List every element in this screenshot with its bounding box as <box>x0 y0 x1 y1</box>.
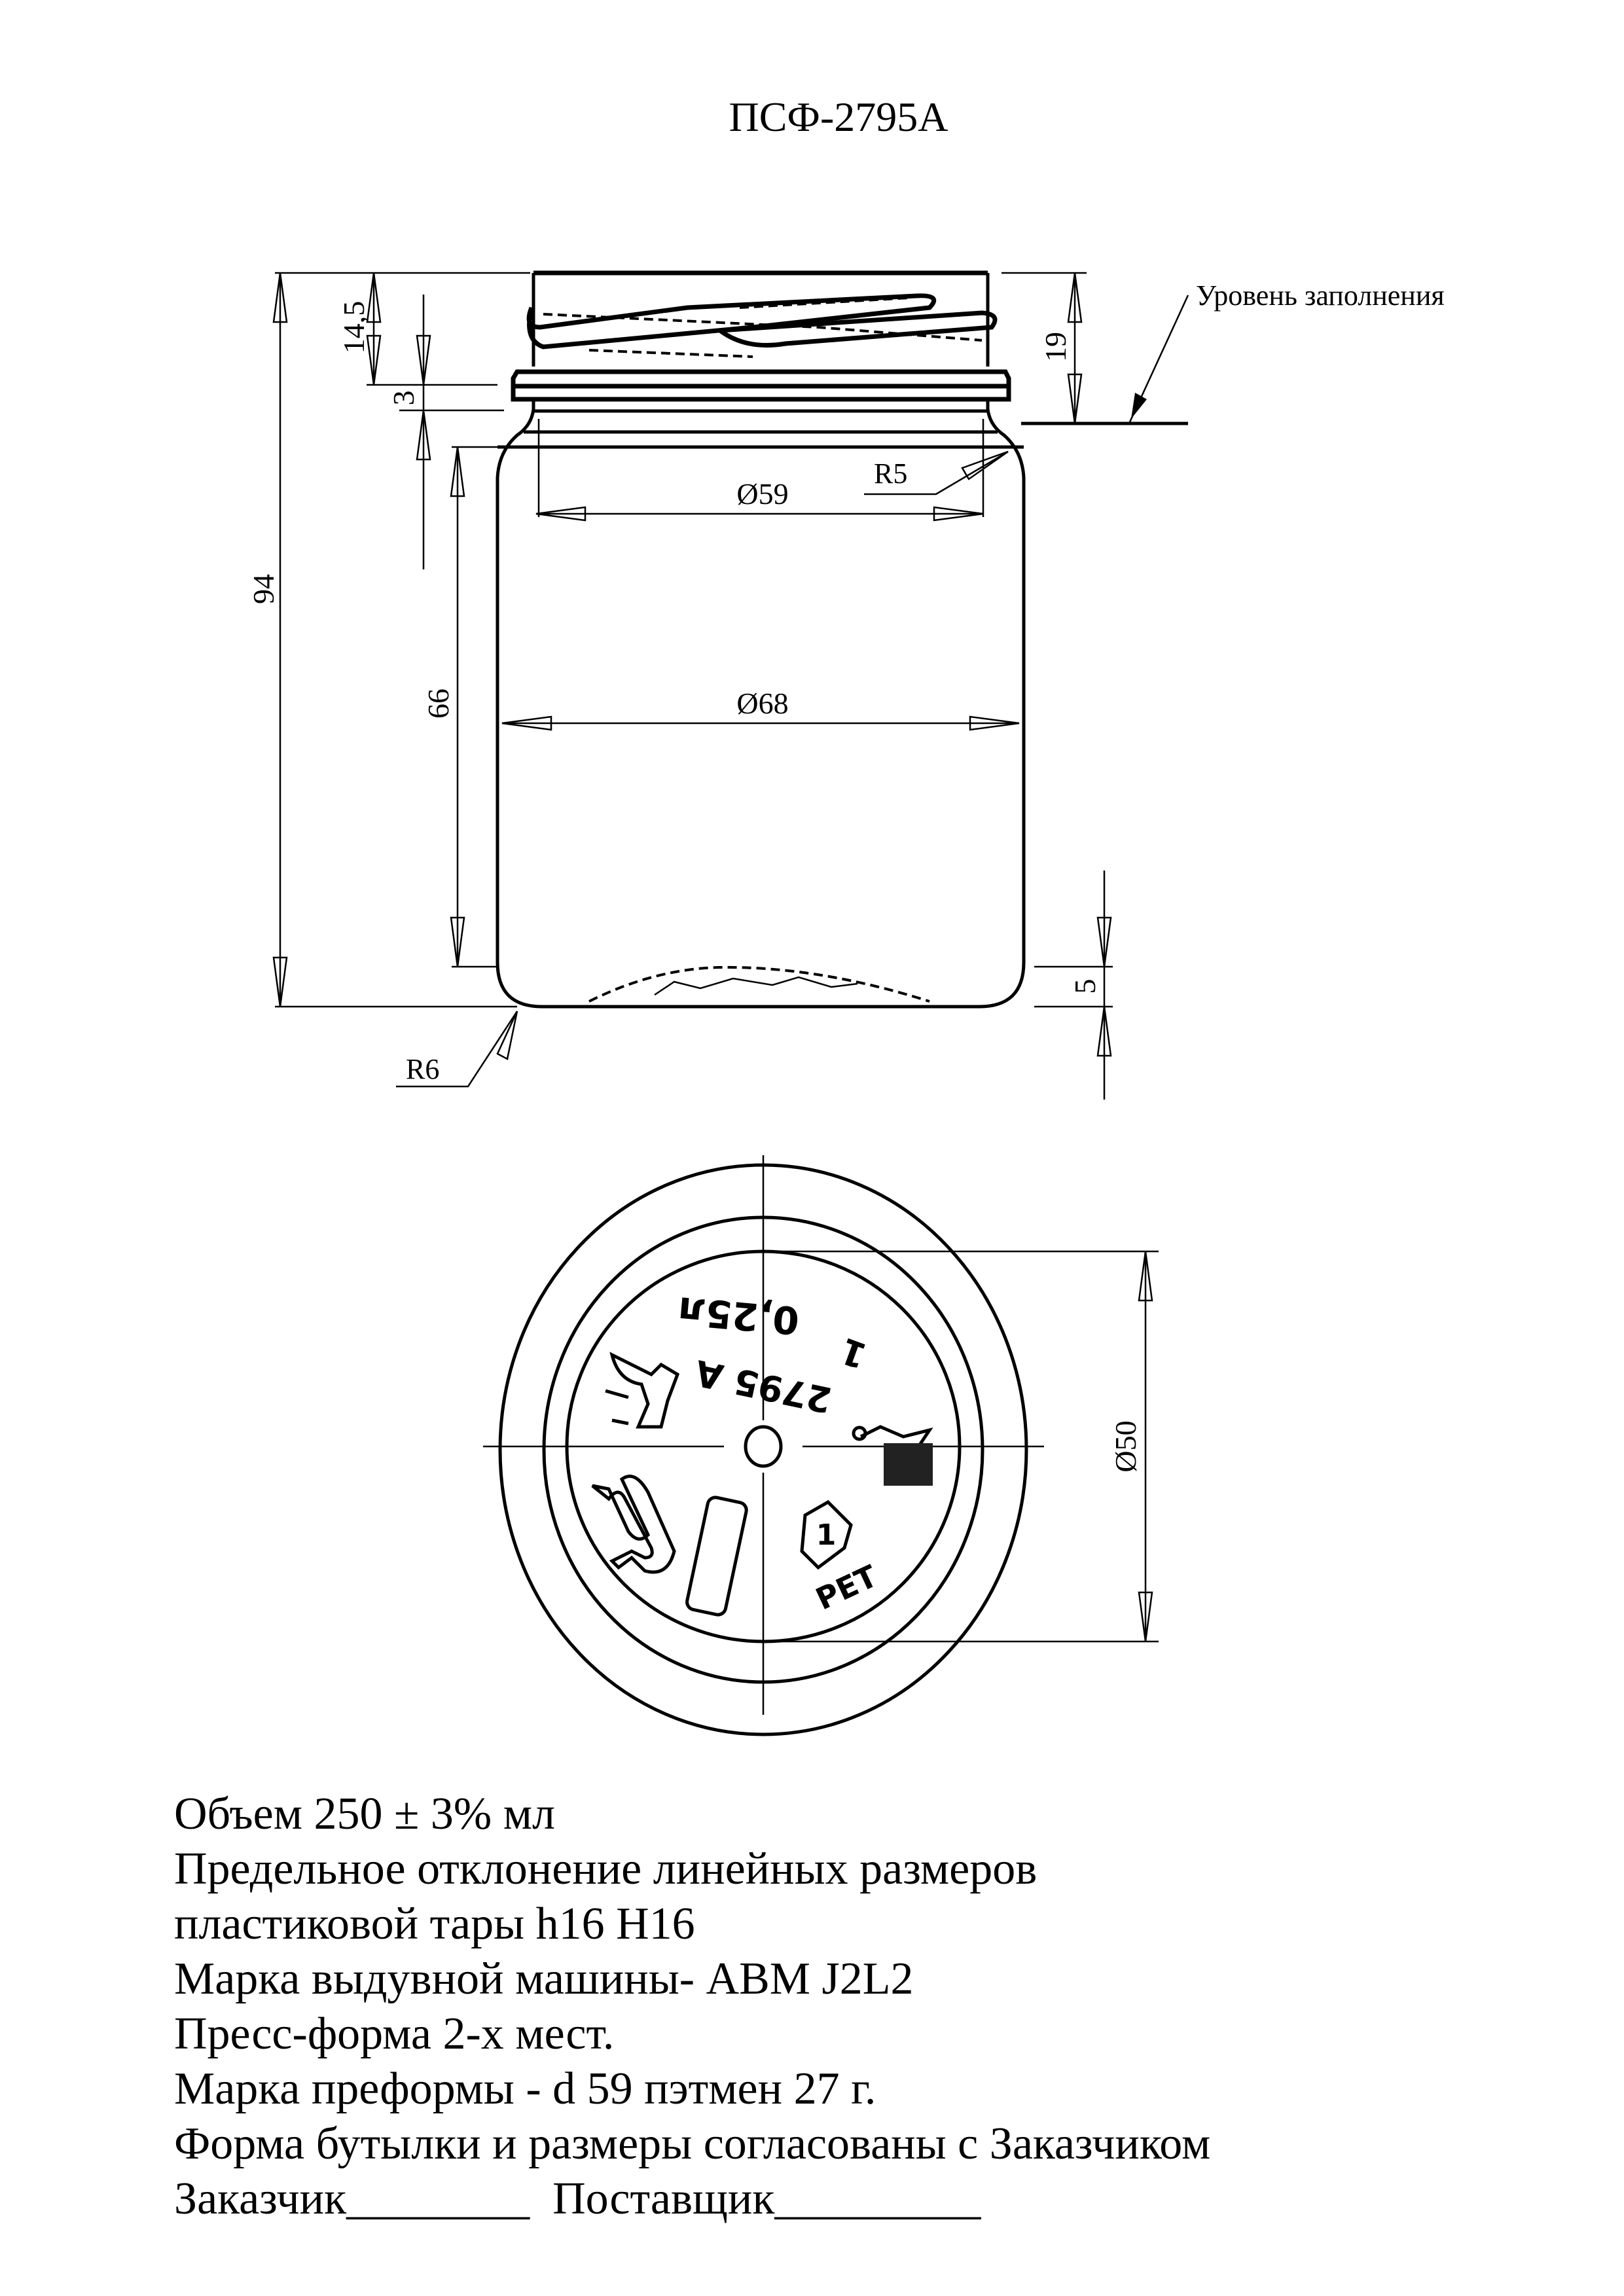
base-pattern <box>588 965 930 1003</box>
dimension-arrowhead <box>416 410 431 461</box>
dimension-arrowhead <box>272 272 288 323</box>
specification-notes: Объем 250 ± 3% мл Предельное отклонение … <box>174 1787 1210 2227</box>
volume-mark: 0,25л <box>676 1288 801 1343</box>
dimension-arrowhead <box>1096 916 1112 967</box>
note-preform: Марка преформы - d 59 пэтмен 27 г. <box>174 2064 876 2114</box>
recycling-symbol: 1 PET <box>800 1499 883 1617</box>
note-tolerance-class: пластиковой тары h16 H16 <box>174 1899 695 1949</box>
cavity-mark: 1 <box>835 1329 872 1376</box>
dim-base-radius: R6 <box>406 1053 439 1085</box>
dimension-lines <box>272 272 1189 1642</box>
dimension-arrowhead <box>1067 373 1083 424</box>
radius-arrowhead <box>496 450 1009 1060</box>
dim-base-height: 5 <box>1068 979 1102 994</box>
dimension-arrowhead <box>450 446 465 497</box>
dimension-arrowhead <box>933 506 984 522</box>
dim-fill-depth: 19 <box>1039 332 1072 362</box>
bottle-side-view: Уровень заполнения 94 14,5 3 19 66 5 Ø59… <box>247 270 1445 1642</box>
dim-finish-height: 14,5 <box>337 301 370 354</box>
date-plate <box>685 1496 748 1617</box>
dimension-arrowhead <box>272 956 288 1007</box>
dim-body-diameter: Ø68 <box>736 687 788 720</box>
dimension-arrowhead <box>366 334 382 386</box>
dimension-arrowhead <box>969 715 1020 731</box>
note-approval: Форма бутылки и размеры согласованы с За… <box>174 2119 1211 2169</box>
recycling-number: 1 <box>816 1518 837 1552</box>
dimension-arrowhead <box>1096 1006 1112 1057</box>
base-diameter-dim <box>763 1250 1159 1643</box>
note-machine: Марка выдувной машины- ABM J2L2 <box>174 1954 914 2004</box>
dimension-arrowhead <box>535 506 586 522</box>
wash-grid <box>884 1443 933 1486</box>
dimension-arrowhead <box>366 272 382 323</box>
thread <box>526 293 998 358</box>
note-signatures: Заказчик________ Поставщик_________ <box>174 2174 981 2224</box>
note-volume: Объем 250 ± 3% мл <box>174 1789 555 1839</box>
dim-neck-diameter: Ø59 <box>736 477 788 511</box>
bottle-bottom-view: Ø50 0,25л 2795 A 1 1 PET <box>483 1155 1159 1736</box>
dimension-arrowhead <box>416 334 431 386</box>
dim-base-diameter: Ø50 <box>1109 1420 1142 1472</box>
base-embossing <box>654 976 858 996</box>
dim-overall-height: 94 <box>247 574 280 604</box>
glass-fork-icon <box>605 1352 680 1429</box>
dim-body-height: 66 <box>422 689 455 719</box>
manufacturer-logo <box>591 1475 676 1574</box>
dimension-arrowhead <box>501 715 552 731</box>
gate-mark <box>744 1425 783 1468</box>
neck-flange <box>511 369 1011 402</box>
dimension-arrowhead <box>450 916 465 967</box>
note-mold: Пресс-форма 2-х мест. <box>174 2009 615 2059</box>
fill-level-label: Уровень заполнения <box>1196 279 1445 312</box>
wash-icon <box>852 1425 933 1486</box>
bottle-body-outline <box>496 399 1026 1009</box>
dimension-arrowhead <box>1067 272 1083 323</box>
neck-extension-lines <box>537 419 984 517</box>
dim-neck-ring: 3 <box>387 391 420 406</box>
dim-shoulder-radius: R5 <box>874 457 907 490</box>
neck-walls <box>532 273 990 367</box>
shoulder-lines <box>497 409 1024 449</box>
drawing-title: ПСФ-2795А <box>729 94 948 140</box>
note-tolerance: Предельное отклонение линейных размеров <box>174 1844 1038 1894</box>
fill-level-arrow <box>1131 393 1147 419</box>
